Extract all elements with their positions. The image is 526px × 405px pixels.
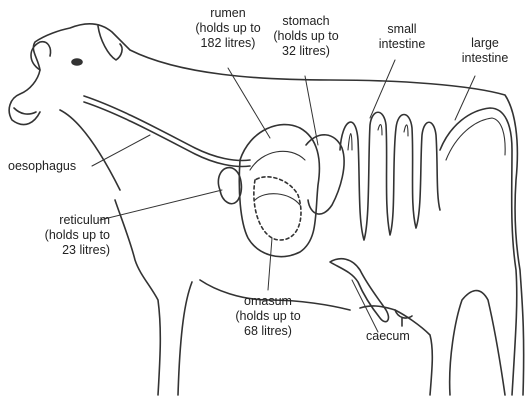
- udder: [395, 310, 412, 326]
- cow-body-outline: [9, 24, 523, 395]
- leader-stomach: [305, 76, 318, 145]
- leader-oesophagus: [92, 135, 150, 166]
- oesophagus-tube: [84, 96, 250, 161]
- leader-omasum: [268, 238, 272, 290]
- large-intestine-inner: [446, 118, 505, 160]
- omasum-organ: [254, 177, 301, 240]
- reticulum-organ: [218, 168, 241, 204]
- mouth: [14, 108, 36, 114]
- small-intestine-organ: [340, 112, 440, 240]
- ear: [31, 42, 51, 70]
- leader-reticulum: [100, 190, 222, 220]
- eye: [72, 59, 82, 65]
- label-large-intestine: large intestine: [450, 36, 520, 66]
- label-caecum: caecum: [366, 329, 410, 344]
- label-oesophagus: oesophagus: [8, 159, 76, 174]
- neck-fold: [60, 110, 120, 190]
- leader-small-intestine: [370, 60, 395, 118]
- label-small-intestine: small intestine: [362, 22, 442, 52]
- leader-lines: [92, 60, 475, 332]
- caecum-organ: [330, 259, 388, 322]
- stomach-organ: [306, 135, 344, 214]
- label-stomach: stomach (holds up to 32 litres): [256, 14, 356, 59]
- label-reticulum: reticulum (holds up to 23 litres): [10, 213, 110, 258]
- label-omasum: omasum (holds up to 68 litres): [218, 294, 318, 339]
